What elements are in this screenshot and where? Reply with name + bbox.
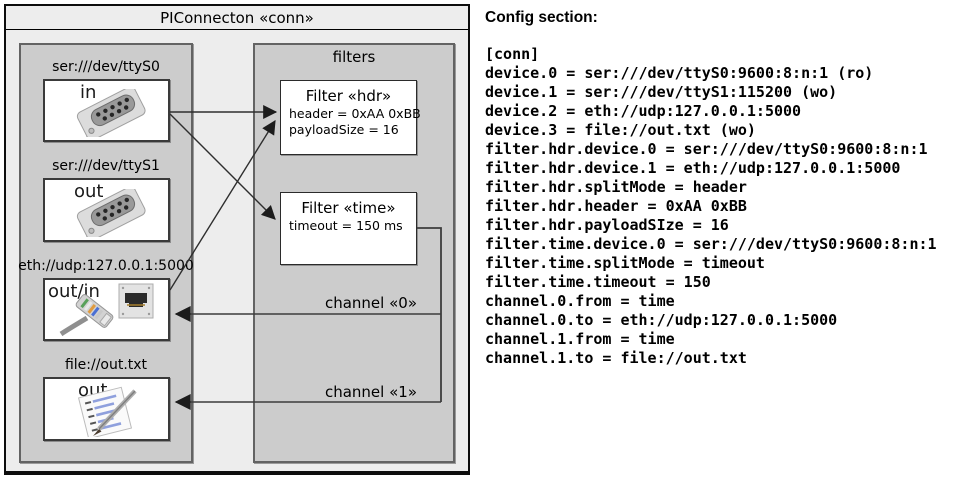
config-line: device.0 = ser:///dev/ttyS0:9600:8:n:1 (…	[485, 64, 874, 82]
filter-time-title: Filter «time»	[301, 199, 396, 217]
config-line: channel.0.from = time	[485, 292, 675, 310]
config-line: [conn]	[485, 45, 540, 63]
config-line: channel.0.to = eth://udp:127.0.0.1:5000	[485, 311, 838, 329]
config-line: filter.hdr.device.0 = ser:///dev/ttyS0:9…	[485, 140, 928, 158]
device-direction: in	[80, 82, 97, 103]
config-line: filter.hdr.payloadSIze = 16	[485, 216, 729, 234]
pencil	[93, 389, 137, 436]
config-line: filter.time.timeout = 150	[485, 273, 711, 291]
config-body: [conn] device.0 = ser:///dev/ttyS0:9600:…	[485, 45, 937, 368]
filters-panel-title: filters	[332, 48, 376, 66]
diagram-title-bar: PIConnecton «conn»	[6, 6, 468, 30]
serial-port-icon	[76, 89, 146, 137]
config-section-title: Config section:	[485, 9, 598, 26]
piconnector-diagram-frame: PIConnecton «conn» ser:///dev/ttyS0 in	[4, 4, 470, 475]
config-line: device.3 = file://out.txt (wo)	[485, 121, 756, 139]
ethernet-icon	[59, 283, 154, 337]
device-label-ttys1: ser:///dev/ttyS1	[52, 158, 160, 174]
filter-time-box: Filter «time» timeout = 150 ms	[280, 192, 417, 265]
config-line: device.1 = ser:///dev/ttyS1:115200 (wo)	[485, 83, 838, 101]
device-box-ttys1: out	[43, 178, 170, 242]
devices-panel: ser:///dev/ttyS0 in	[18, 43, 194, 463]
filter-hdr-title: Filter «hdr»	[305, 87, 392, 105]
config-line: filter.time.device.0 = ser:///dev/ttyS0:…	[485, 235, 937, 253]
config-line: channel.1.to = file://out.txt	[485, 349, 747, 367]
filter-time-prop-timeout: timeout = 150 ms	[289, 218, 403, 233]
config-section: Config section: [conn] device.0 = ser://…	[485, 8, 937, 368]
config-line: filter.time.splitMode = timeout	[485, 254, 765, 272]
config-line: filter.hdr.header = 0xAA 0xBB	[485, 197, 747, 215]
filters-panel: filters Filter «hdr» header = 0xAA 0xBB …	[253, 43, 455, 463]
device-label-eth: eth://udp:127.0.0.1:5000	[18, 258, 194, 274]
serial-port-icon	[76, 189, 146, 237]
device-box-file: out	[43, 377, 170, 441]
device-direction: out	[74, 181, 104, 202]
config-line: filter.hdr.device.1 = eth://udp:127.0.0.…	[485, 159, 901, 177]
diagram-title: PIConnecton «conn»	[160, 9, 314, 27]
config-line: device.2 = eth://udp:127.0.0.1:5000	[485, 102, 802, 120]
filter-hdr-box: Filter «hdr» header = 0xAA 0xBB payloadS…	[280, 80, 421, 155]
device-label-ttys0: ser:///dev/ttyS0	[52, 59, 160, 75]
channel-1-label: channel «1»	[324, 383, 417, 401]
filter-hdr-prop-payloadsize: payloadSize = 16	[289, 122, 399, 137]
device-box-ttys0: in	[43, 79, 170, 142]
notepad-icon	[77, 386, 137, 437]
device-box-eth: out/in	[43, 278, 170, 341]
channel-0-label: channel «0»	[324, 294, 417, 312]
config-line: channel.1.from = time	[485, 330, 675, 348]
device-label-file: file://out.txt	[64, 357, 148, 373]
config-line: filter.hdr.splitMode = header	[485, 178, 747, 196]
filter-hdr-prop-header: header = 0xAA 0xBB	[289, 106, 421, 121]
